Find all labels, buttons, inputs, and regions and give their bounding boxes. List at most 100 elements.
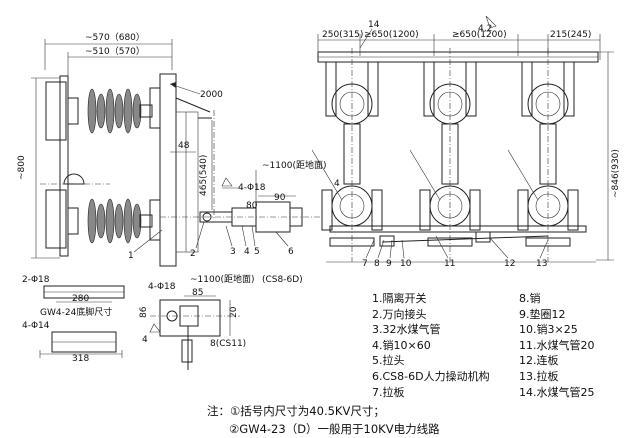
- insulator-shed: [114, 203, 124, 239]
- legend-item: 1.隔离开关: [372, 292, 427, 305]
- mech-model: (CS8-6D): [262, 275, 303, 285]
- dim-ground: ~1100(距地面): [262, 159, 326, 171]
- dim-height: ~800: [17, 155, 27, 180]
- mech-cs11: 8(CS11): [210, 339, 246, 349]
- phase-base-post: [567, 189, 579, 231]
- notes: 注：①括号内尺寸为40.5KV尺寸； ②GW4-23（D）一般用于10KV电力线…: [207, 402, 440, 438]
- dim-side-height: ~846(930): [611, 149, 621, 198]
- insulator-shed: [96, 93, 106, 129]
- lower-insulator-ring: [535, 193, 561, 219]
- label-4-2: 4,2: [478, 24, 492, 34]
- legend-item: 5.拉头: [372, 354, 405, 368]
- note-1: 注：①括号内尺寸为40.5KV尺寸；: [207, 404, 385, 418]
- dim-80: 80: [246, 201, 258, 211]
- phase-post: [563, 61, 575, 117]
- phase-base-post: [517, 189, 529, 231]
- legend-item: 13.拉板: [519, 369, 559, 383]
- legend-left: 1.隔离开关 2.万向接头 3.32水煤气管 4.销10×60 5.拉头 6.C…: [372, 291, 490, 400]
- legend-item: 2.万向接头: [372, 307, 427, 321]
- dim-90: 90: [274, 193, 286, 203]
- label-14: 14: [368, 20, 380, 30]
- phase-column: [539, 123, 557, 185]
- side-label-12: 12: [504, 259, 515, 269]
- side-label-8: 8: [374, 259, 380, 269]
- phase-post: [423, 61, 435, 117]
- phase-post: [367, 61, 379, 117]
- insulator-shed: [105, 198, 115, 244]
- legend-item: 10.销3×25: [519, 323, 578, 337]
- base-280: 280: [72, 294, 89, 304]
- note-2: ②GW4-23（D）一般用于10KV电力线路: [229, 422, 440, 436]
- linkage-arm: [311, 149, 343, 201]
- phase-base-post: [371, 189, 383, 231]
- phase-foot: [427, 237, 473, 247]
- base-phi18: 2-Φ18: [22, 275, 50, 285]
- front-label-3: 3: [230, 247, 236, 257]
- phase-foot: [525, 237, 571, 247]
- front-label-4: 4: [244, 247, 250, 257]
- phase-post: [521, 61, 533, 117]
- insulator-shed: [96, 203, 106, 239]
- legend-item: 6.CS8-6D人力操动机构: [372, 369, 490, 383]
- phase-base-post: [419, 189, 431, 231]
- legend-item: 12.连板: [519, 354, 559, 368]
- mech-85: 85: [192, 288, 203, 298]
- insulator-shed: [132, 93, 142, 129]
- insulator-shed: [123, 198, 133, 244]
- lower-insulator-ring: [437, 193, 463, 219]
- phase-column: [343, 123, 361, 185]
- upper-insulator-ring: [437, 91, 463, 117]
- dim-465: 465(540): [199, 155, 209, 196]
- insulator-shed: [132, 203, 142, 239]
- mech-20: 20: [229, 306, 239, 318]
- mech-ground: ~1100(距地面): [190, 273, 254, 285]
- dim-phi18-front: 4-Φ18: [238, 183, 266, 193]
- phase-post: [325, 61, 337, 117]
- side-label-9: 9: [386, 259, 392, 269]
- lower-insulator-ring: [339, 193, 365, 219]
- front-label-1: 1: [128, 251, 134, 261]
- side-label-11: 11: [444, 259, 455, 269]
- dim-top-clear: 2000: [200, 90, 223, 100]
- insulator-shed: [114, 93, 124, 129]
- legend-item: 3.32水煤气管: [372, 323, 441, 337]
- dim-base-width: ~510（570）: [85, 46, 145, 57]
- phase-foot: [329, 237, 375, 247]
- insulator-shed: [105, 88, 115, 134]
- legend-item: 9.垫圈12: [519, 307, 566, 321]
- legend-item: 8.销: [519, 292, 541, 305]
- side-view: 250(315) ≥650(1200) ≥650(1200) 215(245) …: [311, 15, 621, 269]
- legend-right: 8.销 9.垫圈12 10.销3×25 11.水煤气管20 12.连板 13.拉…: [519, 291, 595, 400]
- side-label-13: 13: [536, 259, 547, 269]
- linkage-arm: [507, 149, 539, 201]
- dim-650b: ≥650(1200): [452, 30, 507, 40]
- side-label-4: 4: [334, 179, 340, 189]
- upper-insulator-ring: [535, 91, 561, 117]
- upper-insulator-ring: [339, 91, 365, 117]
- side-label-7: 7: [362, 259, 368, 269]
- dim-215: 215(245): [550, 30, 591, 40]
- phase-base-post: [321, 189, 333, 231]
- base-detail: 2-Φ18 280 GW4-24底脚尺寸 4-Φ14 318: [22, 275, 125, 364]
- front-label-5: 5: [254, 247, 260, 257]
- dim-overall-width: ~570（680）: [85, 32, 145, 43]
- base-phi14: 4-Φ14: [22, 321, 50, 331]
- phase-post: [465, 61, 477, 117]
- base-title: GW4-24底脚尺寸: [40, 306, 112, 318]
- front-view: ~570（680） ~510（570） ~800 2000: [17, 32, 326, 267]
- phase-base-post: [469, 189, 481, 231]
- legend-item: 11.水煤气管20: [519, 338, 595, 352]
- insulator-shed: [87, 88, 97, 134]
- mech-86: 86: [139, 306, 149, 318]
- dim-48: 48: [178, 141, 190, 151]
- dim-650a: ≥650(1200): [364, 30, 419, 40]
- front-label-6: 6: [288, 247, 294, 257]
- base-318: 318: [72, 354, 89, 364]
- mech-phi18: 4-Φ18: [148, 282, 176, 292]
- legend-item: 4.销10×60: [372, 338, 431, 352]
- insulator-shed: [87, 198, 97, 244]
- dim-250: 250(315): [322, 30, 363, 40]
- legend-item: 14.水煤气管25: [519, 385, 595, 399]
- front-label-2: 2: [190, 249, 196, 259]
